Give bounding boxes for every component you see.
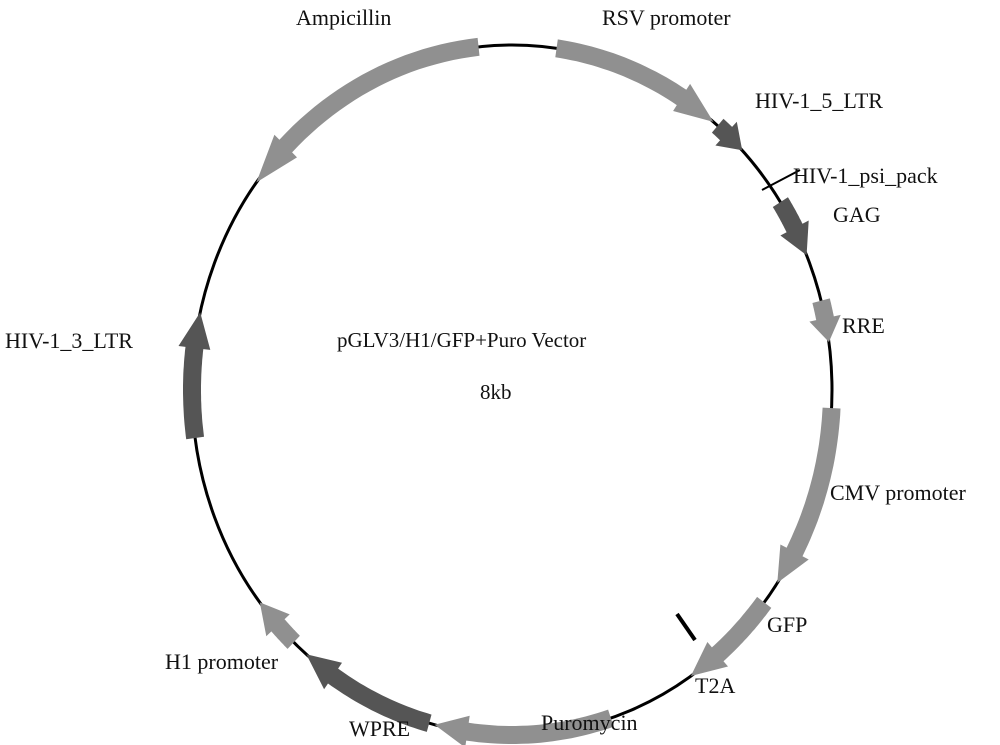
plasmid-name: pGLV3/H1/GFP+Puro Vector [337, 328, 586, 352]
feature-arrow-gag [772, 197, 809, 256]
feature-arrow-rsv-promoter [555, 39, 714, 122]
label-hiv-1-5-ltr: HIV-1_5_LTR [755, 88, 883, 113]
label-h1-promoter: H1 promoter [165, 649, 279, 674]
feature-arrow-rre [809, 298, 841, 342]
label-gag: GAG [833, 202, 881, 227]
feature-arrow-gfp [690, 596, 772, 676]
label-rre: RRE [842, 313, 885, 338]
feature-arrow-ampicillin [256, 37, 480, 183]
label-puromycin: Puromycin [541, 710, 638, 735]
feature-arrow-h1-promoter [259, 602, 300, 649]
feature-tick-hiv-1-psi-pack [761, 169, 801, 191]
feature-labels: Ampicillin RSV promoter HIV-1_5_LTR HIV-… [5, 5, 967, 741]
label-hiv-1-3-ltr: HIV-1_3_LTR [5, 328, 133, 353]
feature-arrow-hiv-1-3-ltr [178, 312, 211, 440]
label-rsv-promoter: RSV promoter [602, 5, 731, 30]
feature-arrow-hiv-1-5-ltr [711, 118, 743, 151]
label-ampicillin: Ampicillin [296, 5, 391, 30]
label-hiv-1-psi-pack: HIV-1_psi_pack [793, 163, 938, 188]
feature-arrow-puromycin [434, 709, 614, 745]
label-gfp: GFP [767, 612, 807, 637]
label-t2a: T2A [695, 673, 735, 698]
label-cmv-promoter: CMV promoter [830, 480, 967, 505]
label-wpre: WPRE [349, 716, 410, 741]
plasmid-size: 8kb [480, 380, 512, 404]
feature-arrows [178, 37, 841, 745]
feature-tick-t2a [675, 612, 697, 642]
feature-arrow-wpre [306, 654, 432, 732]
feature-arrow-cmv-promoter [777, 407, 841, 583]
